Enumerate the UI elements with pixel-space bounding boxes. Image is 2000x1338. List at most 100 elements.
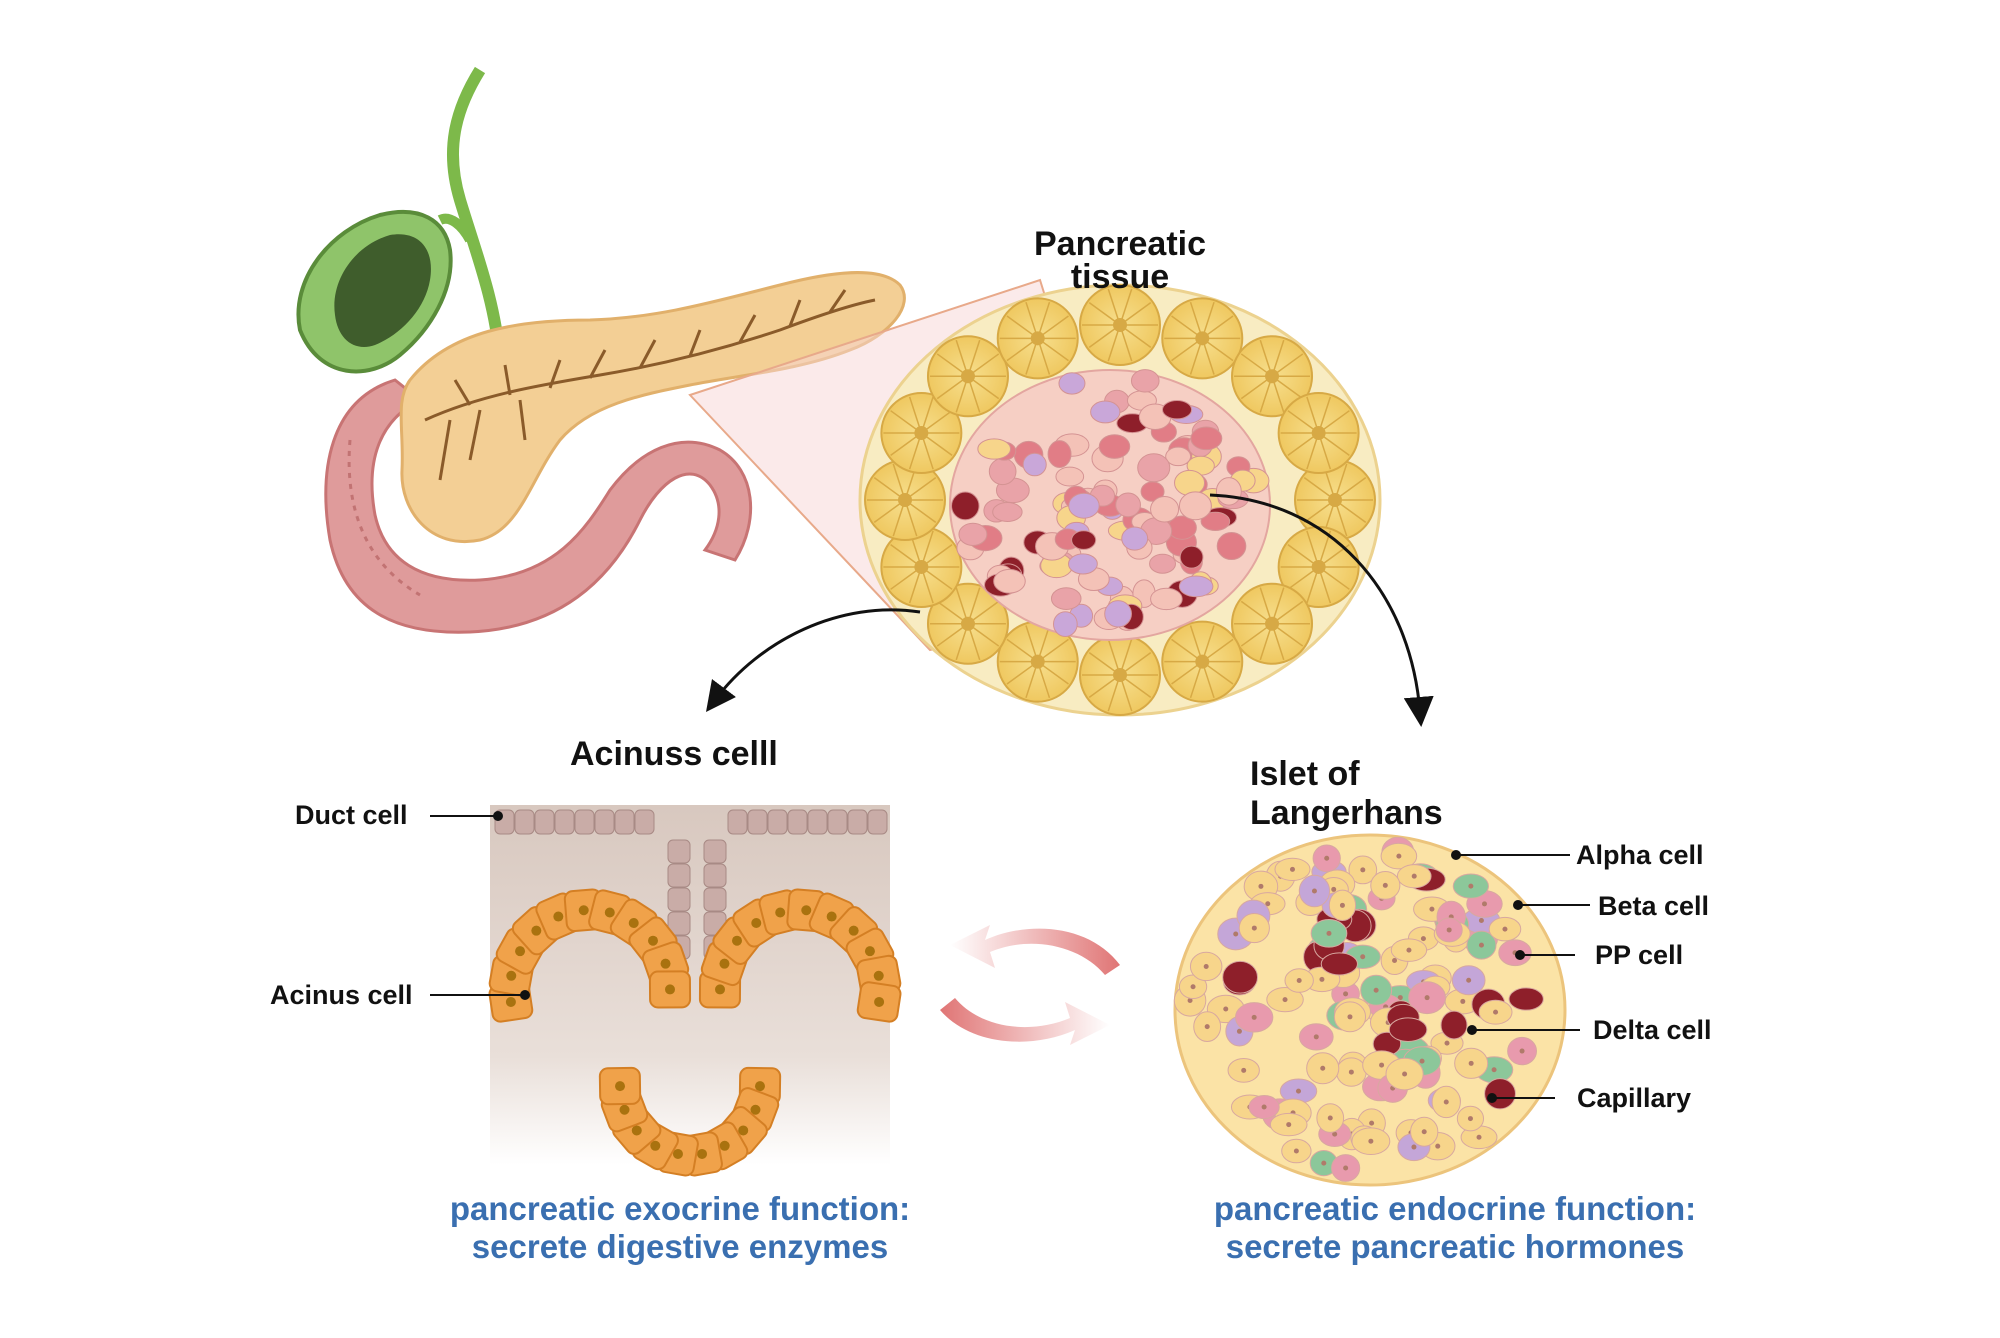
islet-cell-nucleus: [1478, 942, 1484, 948]
alpha-cell-label: Alpha cell: [1576, 840, 1704, 870]
islet-cell-nucleus: [1435, 1143, 1441, 1149]
tissue-cell: [1150, 587, 1183, 611]
tissue-cell: [1178, 491, 1212, 521]
acinus-nucleus: [615, 1081, 626, 1092]
tissue-cell: [1161, 399, 1193, 420]
duct-cell: [534, 809, 555, 835]
duct-cell: [594, 809, 615, 835]
tissue-cell: [1150, 495, 1180, 523]
acinus-nucleus: [697, 1148, 708, 1159]
islet-cell: [1320, 952, 1358, 976]
tissue-acinus-lumen: [1195, 331, 1210, 346]
islet-cell-nucleus: [1373, 987, 1379, 993]
exocrine-caption-line-1: pancreatic exocrine function:: [449, 1190, 911, 1227]
islet-cell-nucleus: [1478, 918, 1484, 924]
tissue-acinus-lumen: [1328, 493, 1342, 507]
capillary-label: Capillary: [1577, 1083, 1692, 1113]
islet-cell: [1508, 987, 1544, 1011]
tissue-cell: [1104, 600, 1132, 628]
arrow-to-acinus: [705, 608, 921, 712]
islet-cell-nucleus: [1411, 873, 1417, 879]
islet-cell-nucleus: [1466, 977, 1472, 983]
tissue-cell: [1022, 452, 1047, 477]
islet-cell-nucleus: [1261, 1104, 1267, 1110]
islet-cell-nucleus: [1446, 927, 1452, 933]
tissue-acinus-lumen: [960, 369, 975, 384]
tissue-cell: [1050, 587, 1082, 610]
islet-cell-nucleus: [1203, 963, 1209, 969]
duct-cell: [847, 809, 868, 835]
islet-cell: [1484, 1078, 1516, 1110]
pancreatic-tissue: [858, 283, 1382, 717]
delta-cell-label: Delta cell: [1593, 1015, 1712, 1045]
exocrine-caption-line-2: secrete digestive enzymes: [471, 1228, 889, 1265]
islet-cell-nucleus: [1321, 1160, 1327, 1166]
tissue-acinus-lumen: [1265, 369, 1280, 384]
tissue-cell: [1130, 369, 1160, 393]
arrow-to-islet: [1209, 493, 1434, 727]
acinus-nucleus: [650, 1140, 661, 1151]
beta-cell-label: Beta cell: [1598, 891, 1710, 921]
duct-cell: [827, 809, 848, 835]
tissue-acinus-lumen: [960, 616, 975, 631]
duct-cell: [703, 839, 727, 864]
acinus-nucleus: [631, 1125, 642, 1136]
islet-cell-nucleus: [1402, 1071, 1408, 1077]
islet-cell-nucleus: [1392, 957, 1398, 963]
tissue-cell: [977, 438, 1012, 460]
islet-cell-nucleus: [1444, 1040, 1450, 1046]
tissue-cell: [1068, 492, 1100, 519]
pancreatic-tissue-line-1: Pancreatic: [1034, 225, 1206, 263]
tissue-acinus-lumen: [914, 426, 929, 441]
tissue-acinus-lumen: [1311, 559, 1326, 574]
tissue-cell: [1165, 446, 1192, 467]
islet-cell: [1388, 1017, 1428, 1042]
islet-cell-nucleus: [1236, 1028, 1242, 1034]
islet-cell-nucleus: [1258, 883, 1264, 889]
acinus-nucleus: [754, 1081, 765, 1092]
acinus-nucleus: [660, 958, 671, 969]
islet-cell-nucleus: [1286, 1122, 1292, 1128]
acinus-nucleus: [531, 925, 542, 936]
tissue-cell: [993, 568, 1026, 594]
islet-cell-nucleus: [1406, 947, 1412, 953]
acinus-nucleus: [801, 905, 812, 916]
islet-cell-nucleus: [1360, 954, 1366, 960]
gallbladder-interior: [334, 234, 431, 347]
tissue-cell: [1190, 426, 1223, 451]
tissue-cell: [1090, 400, 1121, 424]
endocrine-caption: pancreatic endocrine function: secrete p…: [1155, 1190, 1755, 1266]
islet-cell-nucleus: [1319, 976, 1325, 982]
islet-title-line-1: Islet of: [1250, 755, 1360, 793]
tissue-cell: [1216, 532, 1247, 561]
endocrine-caption-line-1: pancreatic endocrine function:: [1213, 1190, 1697, 1227]
islet-cell-nucleus: [1468, 883, 1474, 889]
islet-cell-nucleus: [1382, 882, 1388, 888]
endocrine-caption-line-2: secrete pancreatic hormones: [1225, 1228, 1685, 1265]
tissue-cell: [1149, 553, 1177, 574]
tissue-cell: [1121, 526, 1149, 551]
islet-cell-nucleus: [1379, 1062, 1385, 1068]
islet-cell-nucleus: [1190, 984, 1196, 990]
acinus-nucleus: [848, 925, 859, 936]
islet-cell-nucleus: [1327, 1115, 1333, 1121]
acinus-nucleus: [719, 958, 730, 969]
islet-cell-nucleus: [1476, 1134, 1482, 1140]
tissue-cell: [1115, 492, 1141, 518]
leader-lines: [430, 811, 1590, 1103]
islet-cell-nucleus: [1419, 1058, 1425, 1064]
duct-cell: [554, 809, 575, 835]
acinus-nucleus: [648, 935, 659, 946]
islet-title-line-2: Langerhans: [1250, 794, 1443, 832]
islet-cell-nucleus: [1429, 906, 1435, 912]
acinus-nucleus: [775, 907, 786, 918]
acinus-nucleus: [506, 970, 517, 981]
acinus-nucleus: [751, 918, 762, 929]
islet-cells: [1173, 836, 1544, 1182]
islet-cell-nucleus: [1347, 1014, 1353, 1020]
islet-cell-nucleus: [1481, 901, 1487, 907]
acinus-title: Acinuss celll: [570, 735, 778, 773]
tissue-acinus-lumen: [898, 493, 912, 507]
